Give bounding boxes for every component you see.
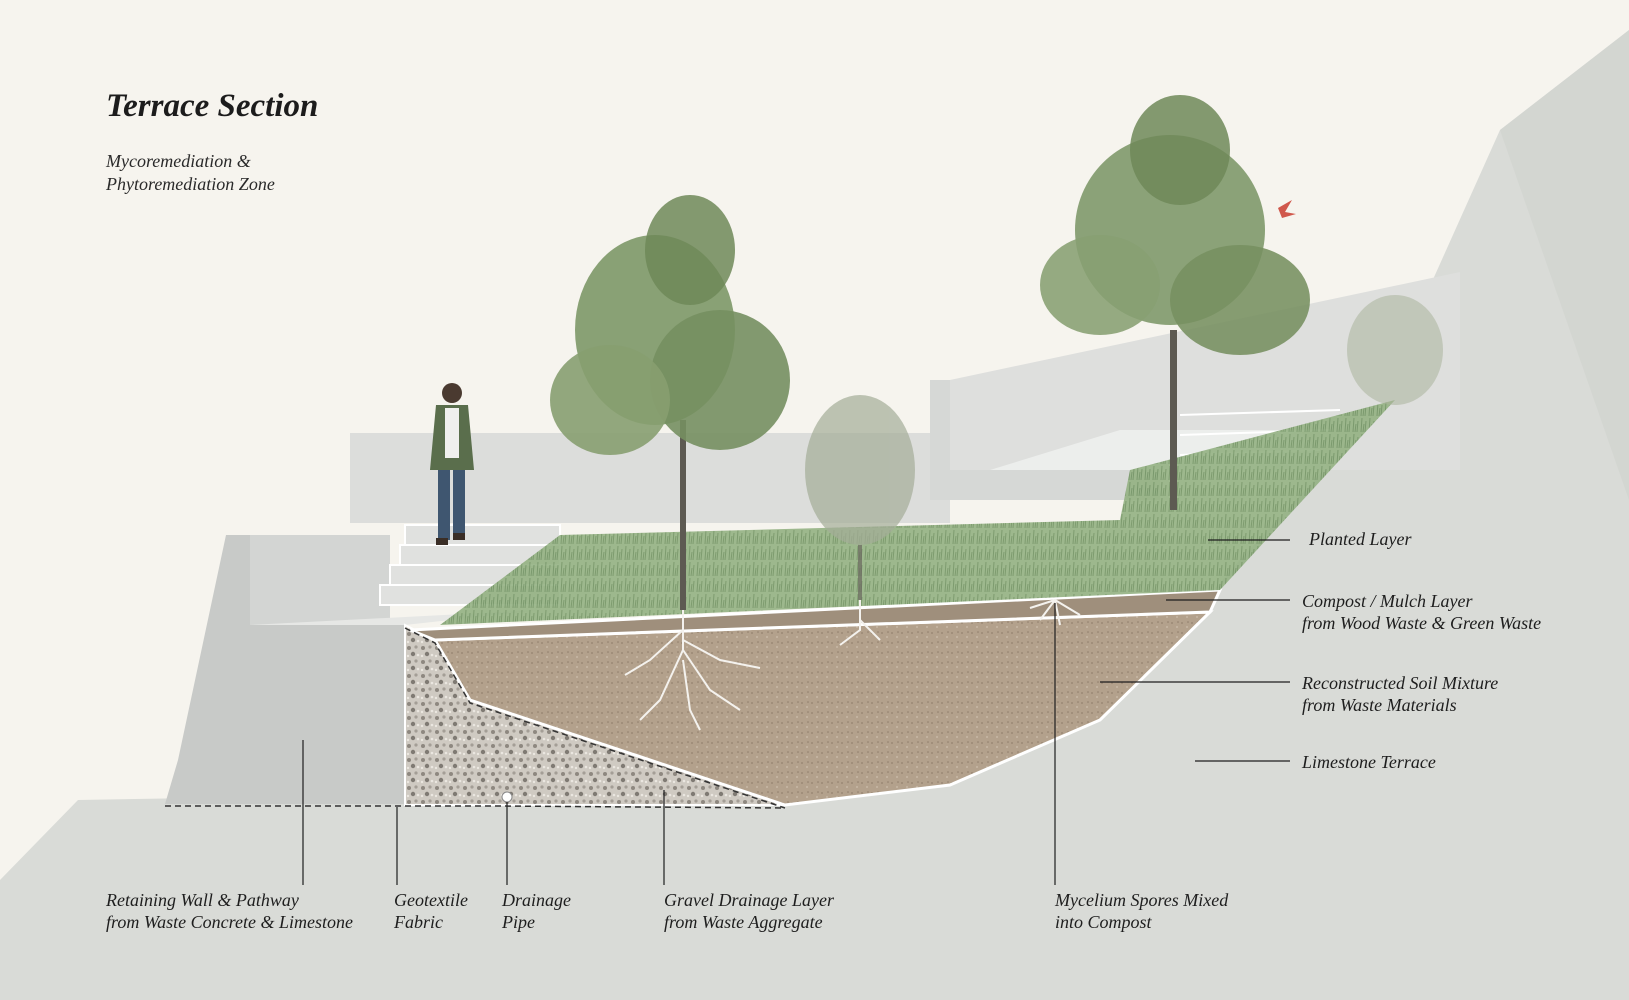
label-line: from Waste Concrete & Limestone	[106, 912, 353, 932]
label-line: from Waste Aggregate	[664, 912, 823, 932]
label-line: Limestone Terrace	[1302, 752, 1436, 772]
label-limestone-terrace: Limestone Terrace	[1302, 751, 1436, 773]
diagram-subtitle: Mycoremediation & Phytoremediation Zone	[106, 150, 275, 196]
label-geotextile-fabric: Geotextile Fabric	[394, 889, 468, 933]
label-line: Planted Layer	[1309, 529, 1412, 549]
drainage-pipe-symbol	[501, 791, 513, 803]
label-line: Drainage	[502, 890, 571, 910]
subtitle-line-1: Mycoremediation &	[106, 151, 251, 171]
label-line: into Compost	[1055, 912, 1152, 932]
label-retaining-wall: Retaining Wall & Pathway from Waste Conc…	[106, 889, 353, 933]
tree-large-left	[550, 195, 790, 610]
compost-mulch-layer	[409, 588, 1223, 642]
tree-small-middle	[805, 395, 915, 600]
tree-large-right	[1040, 95, 1310, 510]
tree-roots	[624, 599, 1081, 731]
label-line: Fabric	[394, 912, 443, 932]
label-gravel-drainage: Gravel Drainage Layer from Waste Aggrega…	[664, 889, 834, 933]
person-figure	[430, 383, 474, 545]
label-line: from Waste Materials	[1302, 695, 1457, 715]
label-compost-mulch-layer: Compost / Mulch Layer from Wood Waste & …	[1302, 590, 1541, 634]
diagram-title: Terrace Section	[106, 88, 319, 124]
label-line: Mycelium Spores Mixed	[1055, 890, 1229, 910]
label-line: Gravel Drainage Layer	[664, 890, 834, 910]
label-line: Retaining Wall & Pathway	[106, 890, 299, 910]
subtitle-line-2: Phytoremediation Zone	[106, 174, 275, 194]
bird-icon	[1278, 200, 1296, 218]
limestone-terrace-mass	[0, 30, 1629, 1000]
label-line: from Wood Waste & Green Waste	[1302, 613, 1542, 633]
tree-faded-right	[1347, 295, 1443, 405]
planted-layer	[440, 400, 1395, 625]
geotextile-fabric-line	[165, 805, 786, 809]
label-reconstructed-soil: Reconstructed Soil Mixture from Waste Ma…	[1302, 672, 1498, 716]
label-line: Compost / Mulch Layer	[1302, 591, 1473, 611]
retaining-wall	[165, 535, 496, 804]
label-planted-layer: Planted Layer	[1309, 528, 1411, 550]
label-mycelium-spores: Mycelium Spores Mixed into Compost	[1055, 889, 1228, 933]
leader-lines	[302, 539, 1290, 885]
label-drainage-pipe: Drainage Pipe	[502, 889, 571, 933]
label-line: Reconstructed Soil Mixture	[1302, 673, 1499, 693]
label-line: Geotextile	[394, 890, 468, 910]
label-line: Pipe	[502, 912, 535, 932]
